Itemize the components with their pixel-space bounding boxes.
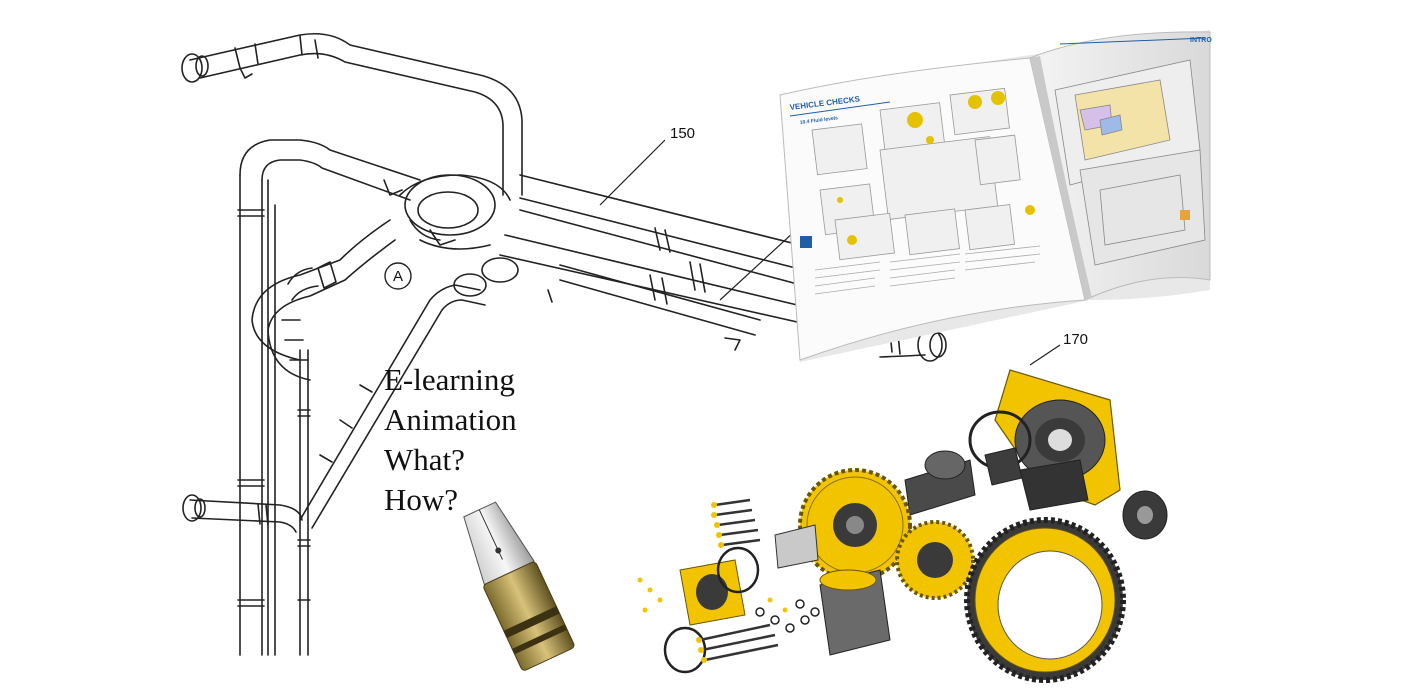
manual-right-figures <box>1054 59 1206 266</box>
manual-left-section: 10.4 Fluid levels <box>800 115 839 126</box>
caption-line-how: How? <box>384 482 459 517</box>
detail-marker-a-label: A <box>393 268 403 285</box>
bushing <box>1019 459 1089 511</box>
pinion-gear <box>895 520 975 600</box>
manual-right-title: INTRO <box>1190 37 1212 44</box>
washers <box>755 599 820 633</box>
caption-line-elearning: E-learning <box>384 362 515 397</box>
caption-line-animation: Animation <box>384 402 517 437</box>
detail-marker-a: A <box>384 262 412 290</box>
fountain-pen-icon <box>463 501 575 671</box>
ring-gear <box>964 517 1126 683</box>
sleeve <box>774 524 819 569</box>
manual-blue-tab <box>800 236 812 248</box>
exploded-gearbox <box>637 369 1168 683</box>
bolt-heads <box>637 502 788 663</box>
callout-150: 150 <box>670 125 695 142</box>
manual-yellow-highlights <box>837 91 1035 245</box>
bolt-set <box>699 498 779 662</box>
leader-170 <box>1029 344 1061 366</box>
caption-line-what: What? <box>384 442 465 477</box>
callout-170: 170 <box>1063 331 1088 348</box>
leader-150 <box>599 139 666 206</box>
spur-gear-large <box>798 468 912 582</box>
open-manual: VEHICLE CHECKS 10.4 Fluid levels INTRO <box>779 30 1212 362</box>
caption-block: E-learning Animation What? How? <box>384 360 517 520</box>
